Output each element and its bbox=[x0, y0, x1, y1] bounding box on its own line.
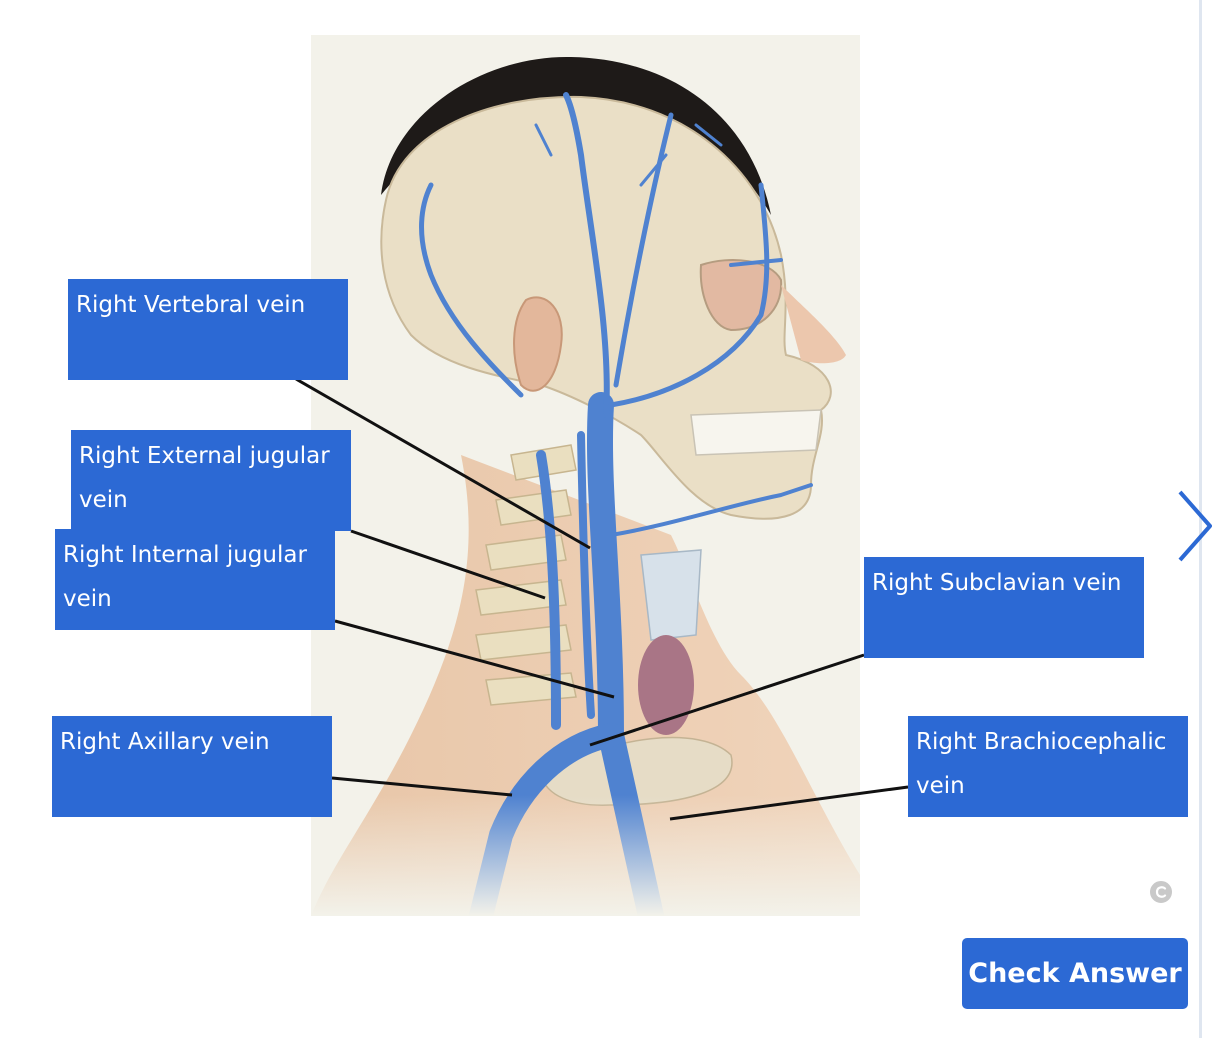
copyright-symbol bbox=[1148, 879, 1174, 905]
copyright-icon[interactable] bbox=[1147, 878, 1175, 906]
chevron-right-icon bbox=[1178, 490, 1212, 562]
head-neck-veins-illustration bbox=[311, 35, 860, 916]
panel-border bbox=[1199, 0, 1202, 1038]
check-answer-button[interactable]: Check Answer bbox=[962, 938, 1188, 1009]
label-right-brachiocephalic-vein[interactable]: Right Brachiocephalic vein bbox=[908, 716, 1188, 817]
label-right-vertebral-vein[interactable]: Right Vertebral vein bbox=[68, 279, 348, 380]
next-button[interactable] bbox=[1172, 486, 1212, 566]
label-right-subclavian-vein[interactable]: Right Subclavian vein bbox=[864, 557, 1144, 658]
anatomy-drawing bbox=[311, 56, 860, 916]
label-right-internal-jugular-vein[interactable]: Right Internal jugular vein bbox=[55, 529, 335, 630]
label-right-axillary-vein[interactable]: Right Axillary vein bbox=[52, 716, 332, 817]
label-right-external-jugular-vein[interactable]: Right External jugular vein bbox=[71, 430, 351, 531]
